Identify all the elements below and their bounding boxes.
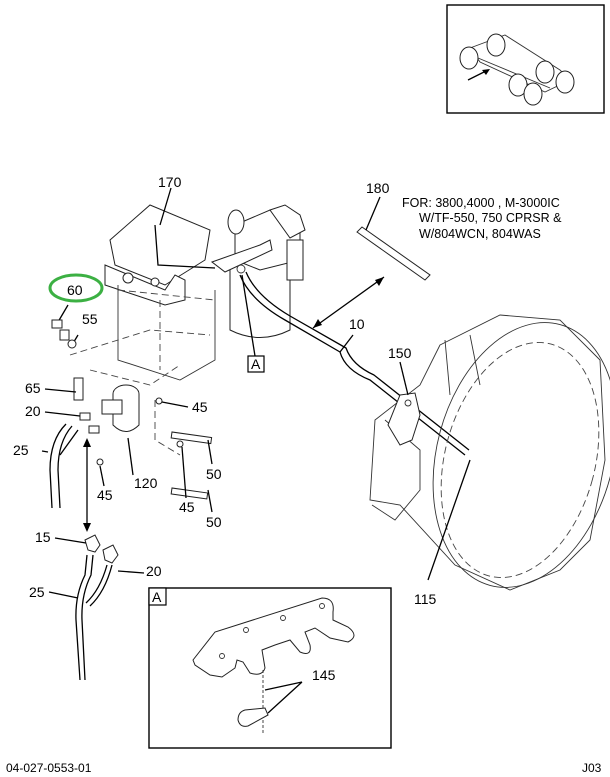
note-line-2: W/TF-550, 750 CPRSR & [419, 211, 562, 225]
detail-box-label: A [152, 589, 162, 605]
highlight-ring [48, 273, 104, 303]
drawing-number: 04-027-0553-01 [6, 761, 92, 775]
callout-45-lower-left[interactable]: 45 [97, 487, 113, 503]
callout-50-lower[interactable]: 50 [206, 514, 222, 530]
flywheel-housing [369, 314, 610, 591]
bracket-drawing [192, 597, 355, 735]
detail-view-a: A 145 [148, 587, 392, 749]
callout-65[interactable]: 65 [25, 380, 41, 396]
item-60-valve [51, 319, 77, 349]
callout-labels: 170 180 60 55 10 150 65 20 45 25 45 120 … [13, 174, 437, 607]
callout-120[interactable]: 120 [134, 475, 158, 491]
callout-150[interactable]: 150 [388, 345, 412, 361]
callout-20-lower[interactable]: 20 [146, 563, 162, 579]
callout-60[interactable]: 60 [67, 282, 83, 298]
callout-25-lower[interactable]: 25 [29, 584, 45, 600]
callout-55[interactable]: 55 [82, 311, 98, 327]
callout-15[interactable]: 15 [35, 529, 51, 545]
callout-10[interactable]: 10 [349, 316, 365, 332]
callout-45-right[interactable]: 45 [192, 399, 208, 415]
lower-fittings [49, 329, 213, 681]
callout-45-lower[interactable]: 45 [179, 499, 195, 515]
note-line-3: W/804WCN, 804WAS [419, 227, 541, 241]
callout-180[interactable]: 180 [366, 180, 390, 196]
callout-170[interactable]: 170 [158, 174, 182, 190]
application-note: FOR: 3800,4000 , M-3000IC W/TF-550, 750 … [402, 196, 562, 241]
callout-145[interactable]: 145 [312, 667, 336, 683]
detail-ref-label: A [251, 356, 261, 372]
locator-inset [446, 4, 605, 114]
callout-20-upper[interactable]: 20 [25, 403, 41, 419]
chassis-icon [459, 33, 575, 106]
callout-115[interactable]: 115 [414, 591, 437, 607]
line-assembly [239, 226, 470, 456]
leader-lines [41, 187, 471, 599]
detail-reference-a[interactable]: A [247, 355, 265, 373]
sheet-code: J03 [582, 761, 602, 775]
callout-50-upper[interactable]: 50 [206, 466, 222, 482]
note-line-1: FOR: 3800,4000 , M-3000IC [402, 196, 560, 210]
callout-25-upper[interactable]: 25 [13, 442, 29, 458]
air-dryer-assembly [104, 204, 306, 381]
